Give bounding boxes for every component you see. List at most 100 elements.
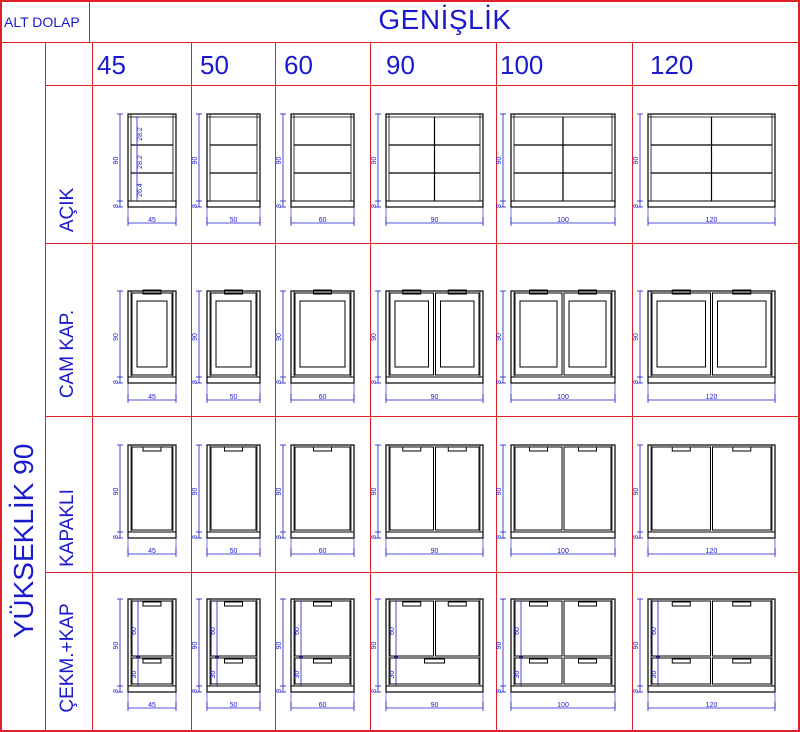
dim-width: 100 [557, 702, 569, 709]
handle [142, 289, 162, 295]
door-frame [712, 292, 772, 376]
dim-height: 90 [633, 642, 640, 650]
dim-width: 60 [319, 394, 327, 401]
dim-door-part: 60 [514, 627, 521, 635]
dim-height: 90 [496, 333, 503, 341]
door-frame [563, 292, 612, 376]
door-frame [210, 292, 257, 376]
door-frame [435, 292, 480, 376]
dim-plinth: 8 [192, 204, 199, 208]
door-panel [514, 446, 563, 531]
dim-height: 90 [633, 488, 640, 496]
dim-height: 90 [192, 488, 199, 496]
door-panel [389, 446, 434, 531]
cabinet-body [385, 444, 484, 539]
width-label-45: 45 [97, 50, 126, 80]
dim-width: 120 [706, 217, 718, 224]
dim-drawer-part: 30 [294, 671, 301, 679]
dim-plinth: 8 [192, 689, 199, 693]
door-panel [514, 600, 563, 657]
glass-panel [394, 300, 429, 368]
cabinet-body [647, 598, 776, 693]
door-panel [210, 446, 257, 531]
cabinet-body [127, 290, 177, 384]
handle [578, 601, 597, 607]
handle [732, 289, 752, 295]
door-panel [389, 600, 434, 657]
door-panel [435, 600, 480, 657]
dim-plinth: 8 [276, 380, 283, 384]
header-title: GENİŞLİK [378, 4, 512, 35]
drawer-handle [142, 658, 162, 664]
handle [224, 601, 243, 607]
dim-height: 90 [192, 642, 199, 650]
dim-shelf-gap: 26.4 [137, 183, 144, 197]
handle [671, 289, 691, 295]
glass-panel [136, 300, 168, 368]
dim-width: 45 [148, 702, 156, 709]
dim-height: 90 [371, 488, 378, 496]
dim-width: 90 [431, 548, 439, 555]
cabinet-body [206, 290, 261, 384]
dim-width: 100 [557, 548, 569, 555]
handle [447, 446, 467, 452]
handle [142, 601, 162, 607]
dim-plinth: 8 [496, 380, 503, 384]
dim-plinth: 8 [371, 204, 378, 208]
dim-height: 90 [113, 488, 120, 496]
cabinet-body [127, 113, 177, 208]
glass-panel [440, 300, 475, 368]
door-panel [131, 446, 173, 531]
dim-plinth: 8 [113, 204, 120, 208]
dim-height: 90 [113, 642, 120, 650]
cabinet-body [290, 598, 355, 693]
dim-height: 90 [496, 642, 503, 650]
door-panel [712, 600, 772, 657]
handle [402, 446, 422, 452]
glass-panel [299, 300, 346, 368]
door-panel [712, 446, 772, 531]
dim-plinth: 8 [113, 689, 120, 693]
dim-width: 45 [148, 217, 156, 224]
handle [529, 601, 548, 607]
cabinet-body [206, 444, 261, 539]
dim-plinth: 8 [192, 535, 199, 539]
door-panel [294, 600, 351, 657]
dim-width: 90 [431, 702, 439, 709]
dim-width: 90 [431, 217, 439, 224]
glass-panel [215, 300, 252, 368]
width-label-100: 100 [500, 50, 544, 80]
handle [529, 446, 548, 452]
dim-plinth: 8 [633, 204, 640, 208]
dim-width: 60 [319, 702, 327, 709]
cabinet-body [206, 598, 261, 693]
handle [313, 289, 332, 295]
door-frame [131, 292, 173, 376]
glass-panel [717, 300, 767, 368]
width-label-120: 120 [650, 50, 694, 80]
dim-height: 90 [113, 333, 120, 341]
dim-door-part: 60 [131, 627, 138, 635]
door-panel [210, 600, 257, 657]
glass-panel [519, 300, 558, 368]
door-frame [651, 292, 711, 376]
corner-label: ALT DOLAP [4, 14, 80, 30]
cabinet-body [290, 290, 355, 384]
cabinet-body [510, 444, 616, 539]
dim-drawer-part: 30 [514, 671, 521, 679]
door-panel [651, 446, 711, 531]
glass-panel [568, 300, 607, 368]
